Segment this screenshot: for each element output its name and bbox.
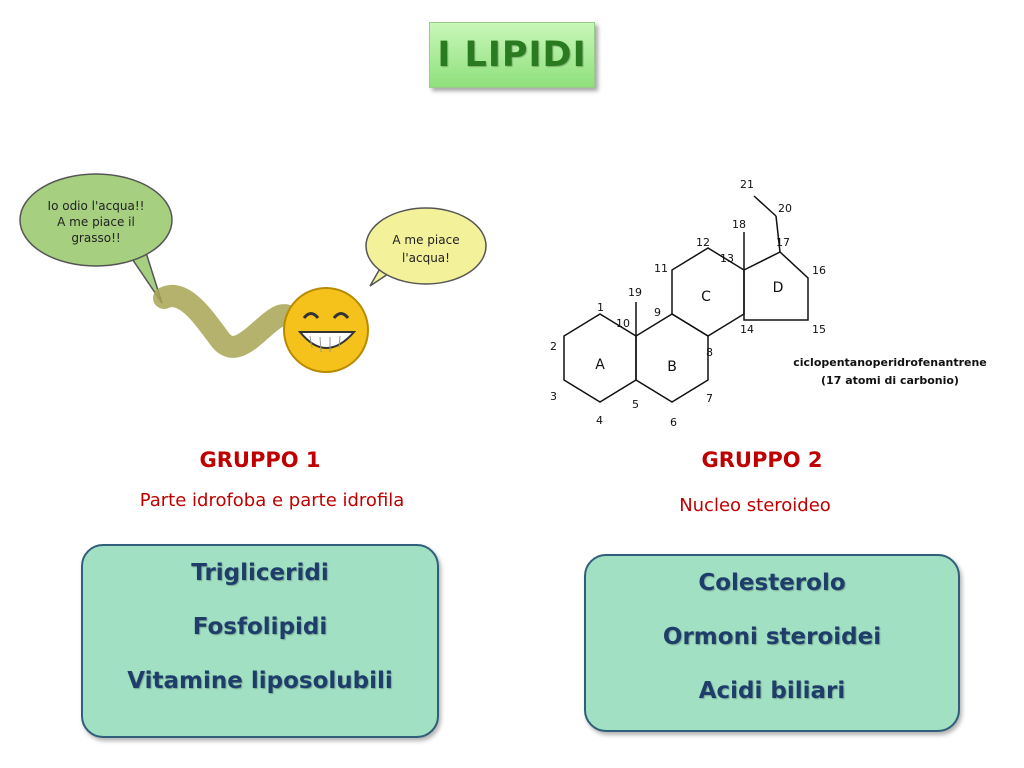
atom-3: 3 xyxy=(550,390,557,403)
speech-bubble-right: A me piace l'acqua! xyxy=(365,207,487,287)
group1-item-fosfolipidi: Fosfolipidi xyxy=(192,614,328,640)
atom-15: 15 xyxy=(812,323,826,336)
smiley-face-icon xyxy=(283,287,369,373)
atom-14: 14 xyxy=(740,323,754,336)
atom-number-labels: 1 2 3 4 5 6 7 8 9 10 11 12 13 14 15 16 1… xyxy=(550,178,826,429)
atom-18: 18 xyxy=(732,218,746,231)
atom-21: 21 xyxy=(740,178,754,191)
group2-item-acidi: Acidi biliari xyxy=(698,678,846,704)
atom-1: 1 xyxy=(597,301,604,314)
atom-6: 6 xyxy=(670,416,677,429)
atom-17: 17 xyxy=(776,236,790,249)
group1-item-vitamine: Vitamine liposolubili xyxy=(127,668,393,694)
atom-12: 12 xyxy=(696,236,710,249)
hydrophobic-cartoon: Io odio l'acqua!! A me piace il grasso!!… xyxy=(19,173,487,373)
atom-11: 11 xyxy=(654,262,668,275)
atom-9: 9 xyxy=(654,306,661,319)
group1-subtitle: Parte idrofoba e parte idrofila xyxy=(139,490,405,511)
atom-8: 8 xyxy=(706,346,713,359)
group1-title: GRUPPO 1 xyxy=(199,448,321,472)
ring-labels: A B C D xyxy=(595,280,783,375)
ring-b-label: B xyxy=(667,359,677,375)
group1-item-trigliceridi: Trigliceridi xyxy=(191,560,329,586)
bubble-left-line-3: grasso!! xyxy=(71,231,120,245)
ring-a-label: A xyxy=(595,357,605,373)
steroid-nucleus-diagram: 1 2 3 4 5 6 7 8 9 10 11 12 13 14 15 16 1… xyxy=(550,178,987,429)
group2-card: Colesterolo Ormoni steroidei Acidi bilia… xyxy=(584,554,960,732)
group2-item-colesterolo: Colesterolo xyxy=(698,570,846,596)
atom-16: 16 xyxy=(812,264,826,277)
bubble-right-line-1: A me piace xyxy=(392,233,459,247)
atom-10: 10 xyxy=(616,317,630,330)
atom-19: 19 xyxy=(628,286,642,299)
ring-d-label: D xyxy=(773,280,784,296)
bubble-left-line-1: Io odio l'acqua!! xyxy=(48,199,145,213)
atom-7: 7 xyxy=(706,392,713,405)
title-box: I LIPIDI xyxy=(429,22,595,88)
steroid-ring-bonds xyxy=(563,195,809,403)
steroid-caption-line-2: (17 atomi di carbonio) xyxy=(821,374,959,387)
group2-subtitle: Nucleo steroideo xyxy=(679,495,831,516)
bubble-left-line-2: A me piace il xyxy=(57,215,135,229)
group1-card: Trigliceridi Fosfolipidi Vitamine liposo… xyxy=(81,544,439,738)
speech-bubble-left: Io odio l'acqua!! A me piace il grasso!! xyxy=(19,173,173,304)
page-title: I LIPIDI xyxy=(437,35,587,75)
group2-item-ormoni: Ormoni steroidei xyxy=(662,624,882,650)
group2-title: GRUPPO 2 xyxy=(701,448,823,472)
atom-5: 5 xyxy=(632,398,639,411)
atom-13: 13 xyxy=(720,252,734,265)
ring-c-label: C xyxy=(701,289,711,305)
atom-2: 2 xyxy=(550,340,557,353)
atom-4: 4 xyxy=(596,414,603,427)
atom-20: 20 xyxy=(778,202,792,215)
steroid-caption-line-1: ciclopentanoperidrofenantrene xyxy=(793,356,987,369)
bubble-right-line-2: l'acqua! xyxy=(402,251,450,265)
